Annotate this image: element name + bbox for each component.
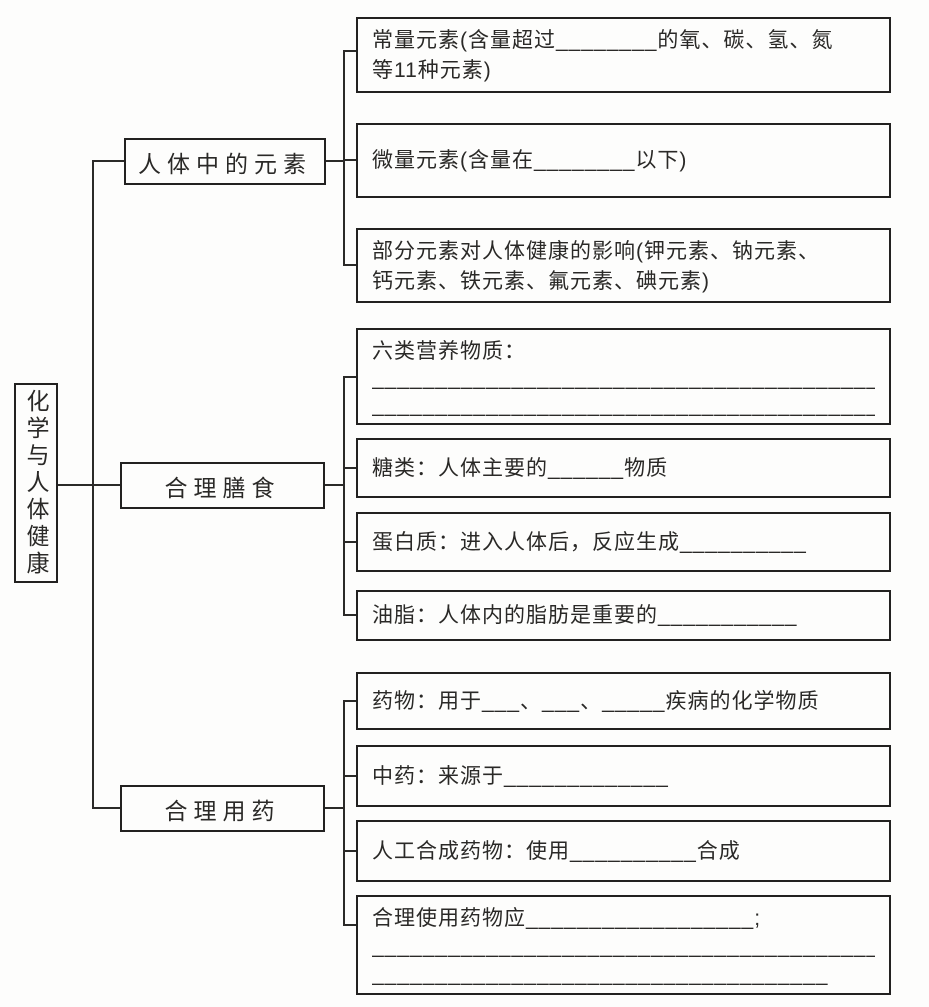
leaf-text-line: 合理使用药物应__________________; (372, 907, 762, 930)
leaf-node-trace-elements: 微量元素(含量在________以下) (356, 123, 891, 198)
leaf-node-rational-drug-use: 合理使用药物应__________________; _____________… (356, 895, 891, 995)
connector-branch1-left (94, 160, 124, 162)
connector-branch3-left (94, 807, 120, 809)
leaf-blank-line: ________________________________________… (372, 394, 875, 417)
connector-root-to-trunk (58, 484, 92, 486)
connector-leaf5-stub (345, 467, 356, 469)
leaf-node-sugars: 糖类：人体主要的______物质 (356, 438, 891, 498)
connector-branch1-children-vertical (343, 50, 345, 266)
leaf-text-line: 糖类：人体主要的______物质 (372, 456, 669, 480)
leaf-node-element-health-effects: 部分元素对人体健康的影响(钾元素、钠元素、 钙元素、铁元素、氟元素、碘元素) (356, 228, 891, 303)
connector-leaf7-stub (345, 614, 356, 616)
leaf-node-six-nutrients: 六类营养物质： ________________________________… (356, 328, 891, 425)
branch-node-rational-medication: 合理用药 (120, 785, 325, 832)
leaf-text-line: 药物：用于___、___、_____疾病的化学物质 (372, 689, 820, 713)
connector-leaf9-stub (345, 775, 356, 777)
connector-leaf3-stub (345, 264, 356, 266)
connector-leaf1-stub (345, 50, 356, 52)
branch-node-elements-in-human-body: 人体中的元素 (124, 138, 326, 185)
connector-leaf8-stub (345, 700, 356, 702)
connector-trunk-vertical (92, 160, 94, 809)
leaf-text-line: 六类营养物质： (372, 340, 526, 363)
connector-leaf2-stub (345, 159, 356, 161)
branch-node-balanced-diet: 合理膳食 (120, 462, 325, 509)
connector-branch2-left (94, 484, 120, 486)
leaf-node-major-elements: 常量元素(含量超过________的氧、碳、氢、氮 等11种元素) (356, 17, 891, 93)
leaf-node-protein: 蛋白质：进入人体后，反应生成__________ (356, 512, 891, 572)
leaf-node-fats: 油脂：人体内的脂肪是重要的___________ (356, 590, 891, 641)
connector-branch3-right (325, 807, 343, 809)
leaf-blank-line: ________________________________________… (372, 935, 875, 958)
connector-leaf4-stub (345, 376, 356, 378)
leaf-text-line: 钙元素、铁元素、氟元素、碘元素) (372, 269, 710, 293)
leaf-text-line: 微量元素(含量在________以下) (372, 149, 688, 172)
leaf-text-line: 部分元素对人体健康的影响(钾元素、钠元素、 (372, 240, 820, 263)
leaf-text-line: 人工合成药物：使用__________合成 (372, 839, 741, 863)
leaf-text-line: 蛋白质：进入人体后，反应生成__________ (372, 530, 807, 554)
connector-leaf10-stub (345, 850, 356, 852)
connector-leaf6-stub (345, 541, 356, 543)
connector-branch2-right (325, 484, 343, 486)
connector-branch3-children-vertical (343, 700, 345, 926)
leaf-node-drugs: 药物：用于___、___、_____疾病的化学物质 (356, 672, 891, 730)
leaf-text-line: 油脂：人体内的脂肪是重要的___________ (372, 604, 798, 627)
connector-branch1-right (326, 160, 343, 162)
leaf-node-synthetic-drugs: 人工合成药物：使用__________合成 (356, 820, 891, 882)
leaf-blank-line: ________________________________________… (372, 367, 875, 390)
leaf-text-line: 中药：来源于_____________ (372, 764, 669, 788)
connector-branch2-children-vertical (343, 376, 345, 616)
leaf-text-line: 等11种元素) (372, 59, 492, 82)
leaf-node-traditional-chinese-medicine: 中药：来源于_____________ (356, 745, 891, 807)
root-node: 化学与人体健康 (14, 383, 58, 583)
leaf-text-line: 常量元素(含量超过________的氧、碳、氢、氮 (372, 29, 834, 52)
leaf-blank-line: ____________________________________ (372, 963, 829, 986)
connector-leaf11-stub (345, 924, 356, 926)
